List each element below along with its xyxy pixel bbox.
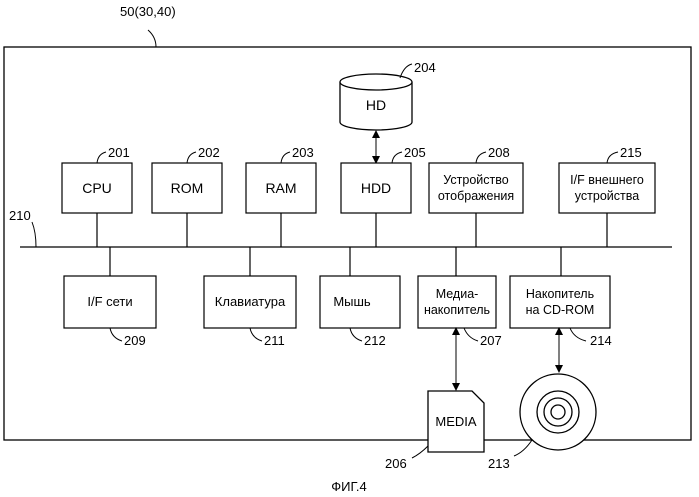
net-if-label: I/F сети (87, 294, 132, 309)
optical-disc-icon (520, 374, 596, 450)
rom-label: ROM (171, 180, 204, 196)
disc-ref-label: 213 (488, 456, 510, 471)
hdd-label: HDD (361, 180, 391, 196)
media-card: MEDIA (428, 391, 484, 452)
mouse-ref-label: 212 (364, 333, 386, 348)
rom-ref-leader (187, 152, 196, 163)
cdrom-label-line2: на CD-ROM (526, 303, 595, 317)
mouse-ref-leader (350, 328, 362, 341)
cpu-label: CPU (82, 180, 112, 196)
cdrom-ref-label: 214 (590, 333, 612, 348)
bus-ref-leader (32, 222, 36, 247)
hd-ref-label: 204 (414, 60, 436, 75)
net-if-ref-leader (110, 328, 122, 341)
mouse-block: Мышь (320, 276, 400, 328)
ext-if-label-line2: устройства (575, 189, 639, 203)
keyboard-label: Клавиатура (215, 294, 286, 309)
hdd-ref-label: 205 (404, 145, 426, 160)
system-ref-leader (148, 30, 156, 47)
net-if-block: I/F сети (64, 276, 156, 328)
hdd-block: HDD (341, 163, 411, 213)
cdrom-ref-leader (570, 328, 586, 341)
keyboard-ref-label: 211 (264, 333, 285, 348)
ext-if-ref-label: 215 (620, 145, 642, 160)
ram-label: RAM (265, 180, 296, 196)
cdrom-block: Накопитель на CD-ROM (510, 276, 610, 328)
keyboard-block: Клавиатура (204, 276, 296, 328)
hd-cylinder: HD (340, 74, 412, 130)
keyboard-ref-leader (250, 328, 262, 341)
ext-if-block: I/F внешнего устройства (559, 163, 655, 213)
rom-block: ROM (152, 163, 222, 213)
display-block: Устройство отображения (429, 163, 523, 213)
figure-caption: ФИГ.4 (331, 479, 367, 494)
system-ref-label: 50(30,40) (120, 4, 176, 19)
ram-ref-leader (281, 152, 290, 163)
media-label: MEDIA (435, 414, 477, 429)
display-label-line1: Устройство (443, 173, 508, 187)
media-drive-ref-leader (464, 328, 478, 341)
ram-ref-label: 203 (292, 145, 314, 160)
cpu-block: CPU (62, 163, 132, 213)
media-drive-label-line1: Медиа- (436, 287, 479, 301)
display-label-line2: отображения (438, 189, 514, 203)
top-bus-connectors (97, 213, 607, 247)
media-ref-leader (412, 446, 428, 458)
media-drive-block: Медиа- накопитель (418, 276, 496, 328)
cdrom-label-line1: Накопитель (526, 287, 594, 301)
hd-label: HD (366, 97, 386, 113)
hdd-ref-leader (392, 152, 402, 163)
cpu-ref-leader (97, 152, 106, 163)
cpu-ref-label: 201 (108, 145, 130, 160)
media-ref-label: 206 (385, 456, 407, 471)
net-if-ref-label: 209 (124, 333, 146, 348)
ram-block: RAM (246, 163, 316, 213)
ext-if-ref-leader (607, 152, 618, 163)
media-drive-ref-label: 207 (480, 333, 502, 348)
display-ref-leader (476, 152, 486, 163)
disc-ref-leader (514, 440, 532, 456)
display-ref-label: 208 (488, 145, 510, 160)
rom-ref-label: 202 (198, 145, 220, 160)
ext-if-label-line1: I/F внешнего (570, 173, 644, 187)
mouse-label: Мышь (333, 294, 371, 309)
bottom-bus-connectors (110, 247, 561, 276)
media-drive-label-line2: накопитель (424, 303, 490, 317)
bus-ref-label: 210 (9, 208, 31, 223)
